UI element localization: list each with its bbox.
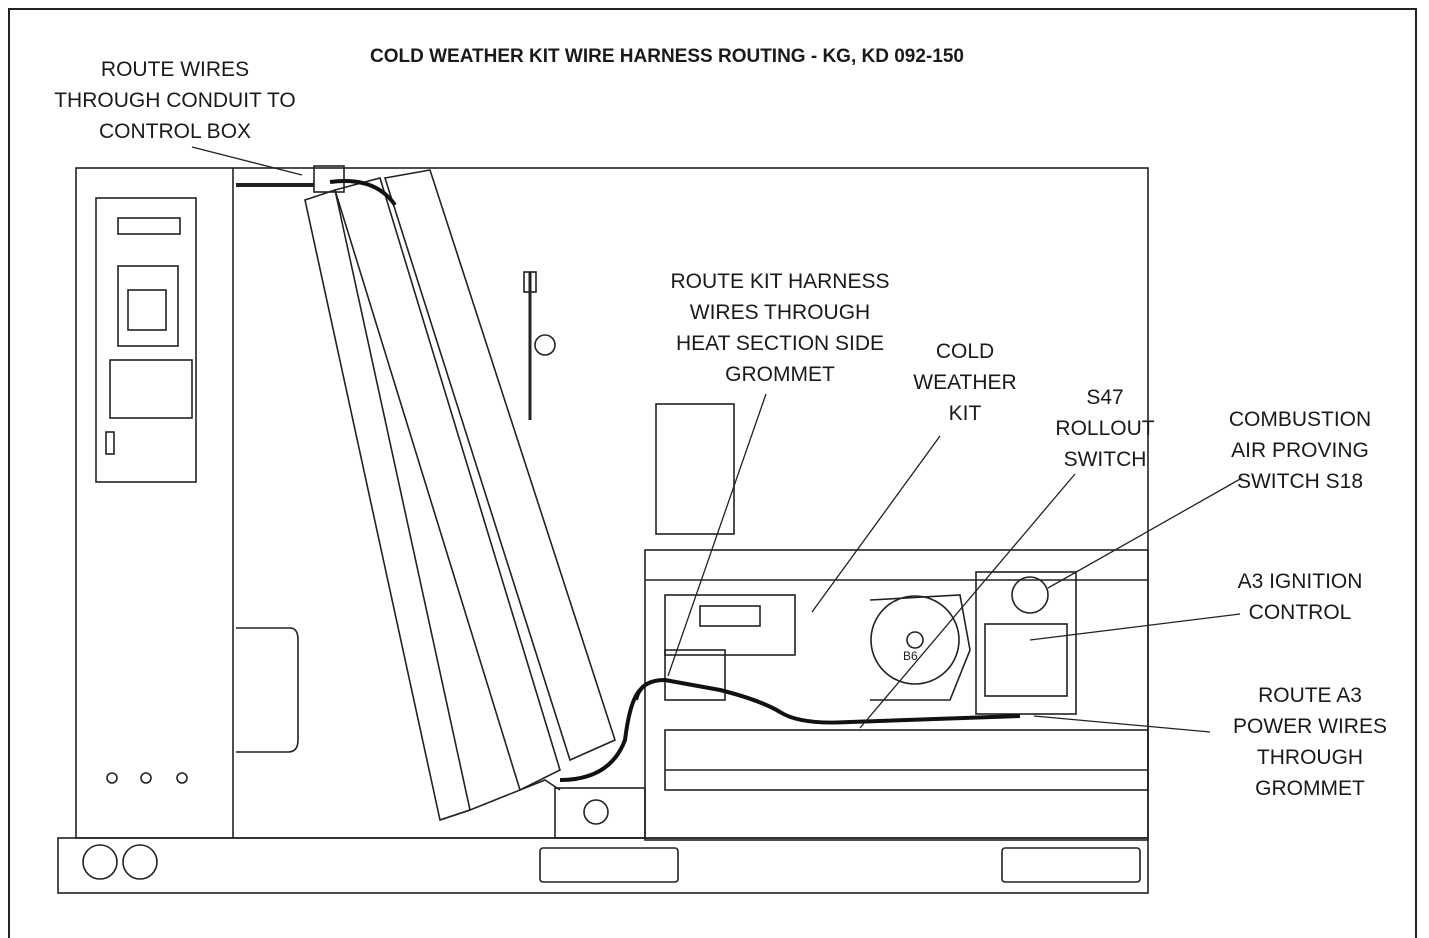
callout-line: ROUTE WIRES — [100, 58, 250, 81]
gas-fitting — [523, 271, 537, 293]
leader-a3-power — [1033, 715, 1211, 733]
control-panel — [975, 571, 1077, 715]
kit-box — [664, 649, 726, 701]
callout-line: SWITCH — [1063, 448, 1147, 471]
callout-line: POWER WIRES — [1232, 715, 1387, 738]
contactor-terminals — [127, 289, 167, 331]
upper-housing — [655, 403, 735, 535]
kit-terminals — [699, 605, 761, 627]
cold-weather-kit-board — [664, 594, 796, 656]
base-hole — [122, 844, 158, 880]
base-hole — [82, 844, 118, 880]
callout-line: THROUGH CONDUIT TO — [54, 89, 296, 112]
knockout — [106, 772, 118, 784]
harness-wire-heat-section — [634, 677, 1021, 725]
callout-line: A3 IGNITION — [1237, 570, 1363, 593]
callout-line: AIR PROVING — [1231, 439, 1369, 462]
heat-section — [644, 549, 1149, 841]
diagram-frame — [8, 8, 1417, 938]
ignition-control-board — [984, 623, 1068, 697]
callout-line: SWITCH S18 — [1236, 470, 1364, 493]
callout-route-kit-harness: ROUTE KIT HARNESS WIRES THROUGH HEAT SEC… — [640, 266, 920, 390]
part-label-b6: B6 — [903, 649, 918, 663]
callout-line: ROUTE A3 — [1258, 684, 1362, 707]
filter-panel — [236, 627, 299, 753]
callout-s47-rollout-switch: S47 ROLLOUT SWITCH — [1045, 382, 1165, 475]
fuse — [105, 431, 115, 455]
base-slot — [539, 847, 679, 883]
callout-combustion-air-proving-switch: COMBUSTION AIR PROVING SWITCH S18 — [1200, 404, 1400, 497]
knockout — [176, 772, 188, 784]
callout-line: CONTROL BOX — [98, 120, 252, 143]
harness-wire-top — [329, 179, 397, 207]
leader-cold-weather-kit — [811, 435, 941, 613]
heat-exchanger-tubes — [383, 169, 616, 762]
callout-line: CONTROL — [1248, 601, 1352, 624]
callout-line: GROMMET — [1255, 777, 1365, 800]
harness-wire-lower — [559, 688, 642, 782]
callout-route-a3-power-wires: ROUTE A3 POWER WIRES THROUGH GROMMET — [1210, 680, 1410, 804]
leader-kit-harness — [667, 393, 767, 677]
inducer-blower — [870, 595, 960, 685]
callout-route-wires-conduit: ROUTE WIRES THROUGH CONDUIT TO CONTROL B… — [30, 54, 320, 147]
diagram-title: COLD WEATHER KIT WIRE HARNESS ROUTING - … — [370, 46, 964, 67]
base-rail — [57, 837, 1149, 894]
leader-ignition — [1029, 613, 1241, 641]
leader-conduit — [191, 146, 303, 176]
contactor — [117, 265, 179, 347]
callout-line: COMBUSTION — [1228, 408, 1372, 431]
callout-line: ROUTE KIT HARNESS — [670, 270, 890, 293]
coil-frame — [304, 188, 471, 822]
base-slot — [1001, 847, 1141, 883]
gas-valve-knob — [534, 334, 556, 356]
drain-port — [583, 799, 609, 825]
knockout — [140, 772, 152, 784]
heat-exchanger — [333, 177, 561, 792]
inducer-hub — [906, 631, 924, 649]
coil-bottom — [439, 779, 561, 821]
callout-cold-weather-kit: COLD WEATHER KIT — [900, 336, 1030, 429]
callout-line: GROMMET — [725, 363, 835, 386]
callout-line: HEAT SECTION SIDE — [675, 332, 885, 355]
callout-line: COLD — [935, 340, 995, 363]
drain-box — [554, 787, 646, 839]
proving-switch — [1011, 576, 1049, 614]
callout-line: ROLLOUT — [1055, 417, 1155, 440]
leader-combustion-air — [1047, 477, 1243, 589]
cabinet-outline — [75, 167, 1149, 839]
burner-assembly — [664, 729, 1149, 791]
terminal-strip — [117, 217, 181, 235]
relay-block — [109, 359, 193, 419]
control-box-panel — [95, 197, 197, 483]
leader-s47 — [859, 473, 1076, 729]
inducer-housing — [869, 594, 971, 701]
callout-line: WEATHER — [913, 371, 1017, 394]
callout-a3-ignition-control: A3 IGNITION CONTROL — [1210, 566, 1390, 628]
callout-line: KIT — [948, 402, 982, 425]
callout-line: WIRES THROUGH — [689, 301, 871, 324]
callout-line: S47 — [1086, 386, 1124, 409]
callout-line: THROUGH — [1256, 746, 1364, 769]
